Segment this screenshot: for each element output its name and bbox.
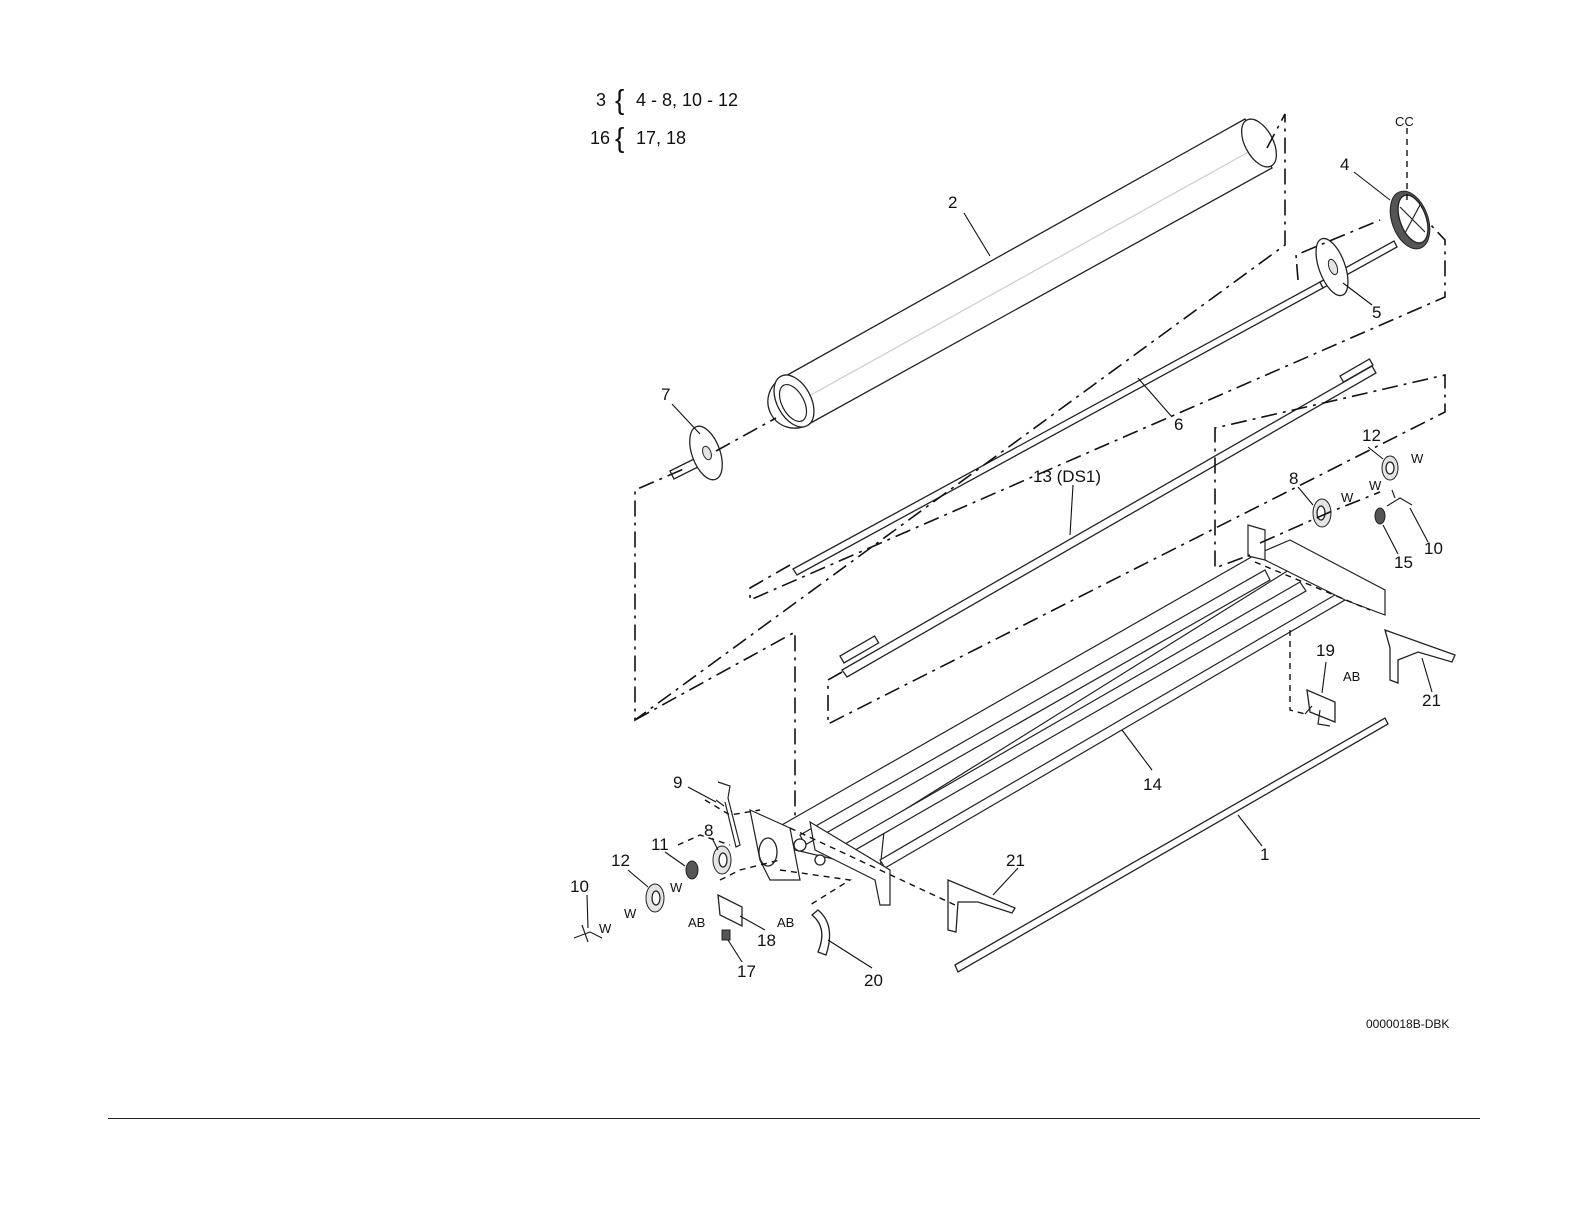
callout-8-left: 8	[704, 821, 713, 840]
part-2-roll-sleeve	[766, 113, 1284, 433]
callout-10-right: 10	[1424, 539, 1443, 558]
callout-1: 1	[1260, 845, 1269, 864]
mark-w-right-3: W	[1411, 451, 1424, 466]
group-children-3: 4 - 8, 10 - 12	[636, 90, 738, 110]
mark-w-left-1: W	[670, 880, 683, 895]
part-11-gear-left	[686, 861, 698, 879]
mark-w-right-2: W	[1369, 478, 1382, 493]
callout-21-bottom: 21	[1006, 851, 1025, 870]
part-17-connector	[722, 930, 730, 940]
callout-12-left: 12	[611, 851, 630, 870]
part-1-strip	[955, 718, 1388, 972]
callout-13: 13 (DS1)	[1033, 467, 1101, 486]
group-brace-3: {	[615, 84, 624, 115]
group-legend: 3 { 4 - 8, 10 - 12 16 { 17, 18	[590, 84, 738, 153]
callout-12-right: 12	[1362, 426, 1381, 445]
part-18-bracket	[718, 895, 742, 926]
footer-rule	[108, 1118, 1480, 1119]
callout-15: 15	[1394, 553, 1413, 572]
part-20-harness	[812, 910, 830, 955]
part-21-guide-bottom	[948, 880, 1015, 932]
callout-8-right: 8	[1289, 469, 1298, 488]
mark-ab-19: AB	[1343, 669, 1360, 684]
mark-ab-20: AB	[777, 915, 794, 930]
callout-2: 2	[948, 193, 957, 212]
callout-14: 14	[1143, 775, 1162, 794]
callout-7: 7	[661, 385, 670, 404]
callout-11: 11	[651, 835, 669, 854]
part-7-flange	[670, 422, 729, 484]
mark-w-left-2: W	[624, 906, 637, 921]
mark-ab-18: AB	[688, 915, 705, 930]
part-19-bracket	[1305, 690, 1335, 726]
part-10-clip-right	[1387, 490, 1412, 506]
callout-18: 18	[757, 931, 776, 950]
mark-w-right-1: W	[1341, 490, 1354, 505]
callout-5: 5	[1372, 303, 1381, 322]
part-15-gear-right	[1375, 508, 1385, 524]
part-8-bearing-left	[713, 846, 731, 874]
mark-w-left-3: W	[599, 921, 612, 936]
callout-21-right: 21	[1422, 691, 1441, 710]
callout-10-left: 10	[570, 877, 589, 896]
part-21-guide-right	[1385, 630, 1455, 683]
callout-6: 6	[1174, 415, 1183, 434]
callout-20: 20	[864, 971, 883, 990]
part-12-bearing-right	[1382, 456, 1398, 480]
group-brace-16: {	[615, 122, 624, 153]
callout-9: 9	[673, 773, 682, 792]
mark-cc: CC	[1395, 114, 1414, 129]
callout-17: 17	[737, 962, 756, 981]
callout-19: 19	[1316, 641, 1335, 660]
callout-4: 4	[1340, 155, 1349, 174]
part-12-bearing-left	[646, 884, 664, 912]
part-14-frame	[750, 525, 1385, 905]
group-parent-16: 16	[590, 128, 610, 148]
group-parent-3: 3	[596, 90, 606, 110]
group-children-16: 17, 18	[636, 128, 686, 148]
figure-id: 0000018B-DBK	[1366, 1017, 1449, 1031]
